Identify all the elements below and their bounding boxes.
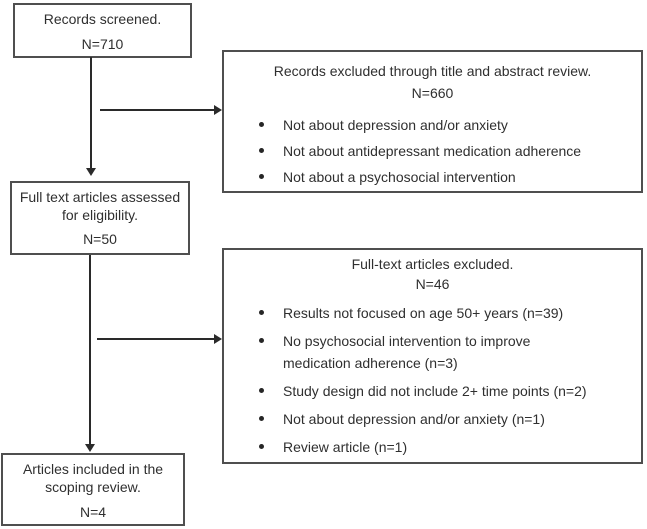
bullet-icon — [259, 148, 264, 153]
bullet-icon — [259, 338, 264, 343]
bullet-icon — [259, 444, 264, 449]
exclusion-reason-text: Results not focused on age 50+ years (n=… — [283, 305, 564, 321]
exclusion-reason-item: Results not focused on age 50+ years (n=… — [258, 302, 633, 324]
exclusion-reason-item: Study design did not include 2+ time poi… — [258, 380, 633, 402]
arrow-right-icon — [214, 334, 222, 344]
exclusion-reason-text: Not about a psychosocial intervention — [283, 169, 516, 185]
exclusion-reason-item: Not about a psychosocial intervention — [258, 164, 633, 190]
arrow-down-icon — [86, 168, 96, 176]
box-records-excluded-abstract: Records excluded through title and abstr… — [222, 50, 643, 193]
bullet-icon — [259, 174, 264, 179]
box-records-screened: Records screened. N=710 — [13, 3, 192, 58]
box-count: N=4 — [79, 504, 107, 520]
exclusion-reasons-list: Not about depression and/or anxiety Not … — [258, 112, 633, 190]
arrow-assessed-to-included-line — [89, 255, 91, 445]
box-title: Records screened. — [43, 11, 162, 27]
arrow-to-fulltext-exclusions-line — [97, 338, 215, 340]
exclusion-reason-item: Not about depression and/or anxiety — [258, 112, 633, 138]
exclusion-reason-text: No psychosocial intervention to improve … — [283, 333, 531, 371]
exclusion-reason-text: Study design did not include 2+ time poi… — [283, 383, 587, 399]
box-fulltext-assessed: Full text articles assessed for eligibil… — [10, 181, 190, 255]
bullet-icon — [259, 122, 264, 127]
bullet-icon — [259, 310, 264, 315]
box-title: Full text articles assessed for eligibil… — [19, 189, 181, 223]
arrow-down-icon — [85, 444, 95, 452]
box-count: N=46 — [415, 276, 450, 292]
box-title: Full-text articles excluded. — [351, 256, 514, 272]
exclusion-reason-item: Not about depression and/or anxiety (n=1… — [258, 408, 633, 430]
box-title: Articles included in the scoping review. — [22, 461, 164, 495]
exclusion-reason-text: Review article (n=1) — [283, 439, 408, 455]
box-count: N=50 — [83, 231, 117, 247]
exclusion-reasons-list: Results not focused on age 50+ years (n=… — [258, 302, 633, 458]
exclusion-reason-text: Not about depression and/or anxiety (n=1… — [283, 411, 545, 427]
exclusion-reason-text: Not about depression and/or anxiety — [283, 117, 508, 133]
box-articles-included: Articles included in the scoping review.… — [1, 453, 185, 526]
arrow-screened-to-assessed-line — [90, 57, 92, 169]
box-count: N=660 — [411, 85, 454, 101]
box-count: N=710 — [81, 36, 124, 52]
exclusion-reason-text: Not about antidepressant medication adhe… — [283, 143, 582, 159]
arrow-to-abstract-exclusions-line — [100, 109, 215, 111]
box-title: Records excluded through title and abstr… — [273, 63, 592, 79]
bullet-icon — [259, 388, 264, 393]
exclusion-reason-item: Review article (n=1) — [258, 436, 633, 458]
bullet-icon — [259, 416, 264, 421]
exclusion-reason-item: No psychosocial intervention to improve … — [258, 330, 633, 374]
arrow-right-icon — [214, 105, 222, 115]
exclusion-reason-item: Not about antidepressant medication adhe… — [258, 138, 633, 164]
box-fulltext-excluded: Full-text articles excluded. N=46 Result… — [222, 248, 643, 464]
